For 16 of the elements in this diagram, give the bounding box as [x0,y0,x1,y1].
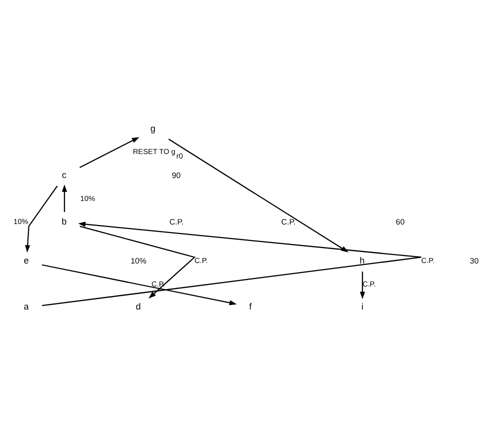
arrow [61,184,67,212]
arrow [79,225,195,298]
node-text: c [61,169,66,180]
arrow [79,136,139,168]
node-text: d [135,301,140,312]
node-text: a [23,301,28,312]
node-text: b [61,216,66,226]
arrow [359,271,365,299]
arrow [41,264,236,305]
node-text: i [360,301,363,312]
arrow [24,185,58,252]
node-text: h [359,254,364,265]
node-text: e [23,254,28,265]
node-text: g [150,123,155,134]
arrow [41,221,422,306]
node-text: f [248,301,252,312]
